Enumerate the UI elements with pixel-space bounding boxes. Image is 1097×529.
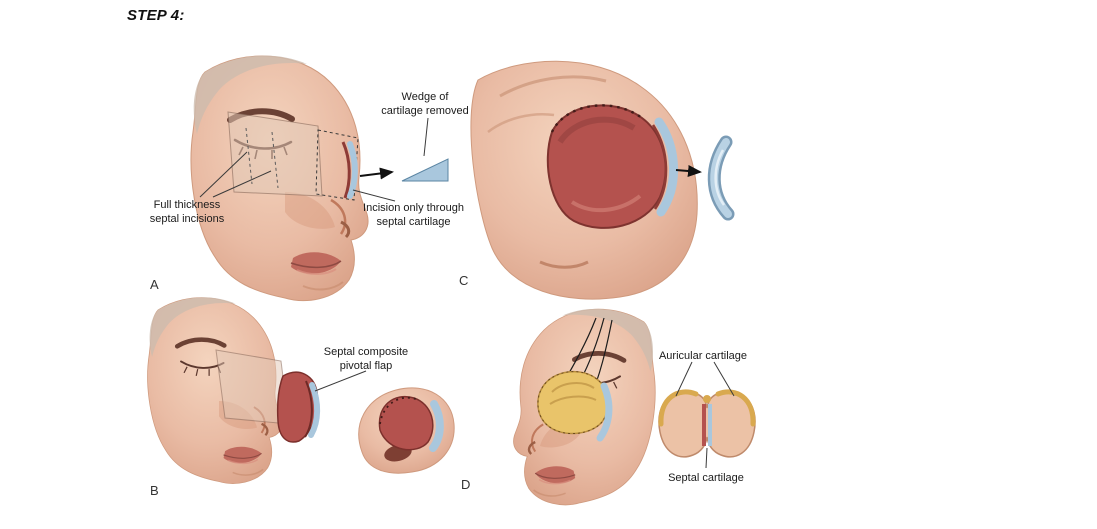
- label-wedge-of-cartilage-removed: Wedge of cartilage removed: [381, 91, 469, 118]
- label-septal-cartilage: Septal cartilage: [668, 472, 744, 484]
- leader-auricular-2: [713, 361, 735, 397]
- leader-septal: [705, 447, 708, 469]
- septal-incision-outline: [315, 129, 359, 201]
- cross-section-base: [658, 390, 756, 458]
- leader-auricular-1: [675, 361, 693, 397]
- panel-c-illustration: [470, 60, 735, 300]
- panel-a-illustration: [191, 56, 449, 301]
- step-title: STEP 4:: [127, 7, 185, 24]
- auricular-rim-left: [658, 389, 699, 427]
- panel-letter-a: A: [150, 277, 159, 292]
- septal-edge-line-a: [341, 141, 351, 199]
- panel-d-illustration: [514, 309, 756, 505]
- columella-cap: [703, 395, 711, 403]
- composite-flap-inset: [358, 387, 455, 474]
- removed-cartilage-piece: [710, 138, 732, 218]
- nasal-cross-section: [658, 389, 756, 458]
- flap-edge-c: [651, 124, 668, 210]
- inset-cartilage-strip: [429, 400, 444, 452]
- arrow-to-wedge-icon: [359, 167, 394, 180]
- flap-highlight-c: [570, 194, 642, 213]
- auricular-rim-right: [715, 389, 756, 427]
- flap-edge-b: [304, 380, 313, 438]
- cartilage-strip-d: [596, 382, 613, 442]
- leader-full-thickness-2: [212, 170, 272, 198]
- label-incision-only-through-septal-cartilage: Incision only through septal cartilage: [363, 202, 464, 229]
- label-full-thickness-septal-incisions: Full thickness septal incisions: [149, 199, 225, 226]
- inset-flap-dome: [378, 395, 434, 451]
- leader-incision-only: [352, 189, 396, 202]
- panel-letter-b: B: [150, 483, 159, 498]
- cheek-crease: [487, 113, 555, 133]
- cartilage-highlight: [714, 149, 726, 206]
- flap-shading-c: [557, 116, 636, 144]
- cartilage-wedge: [401, 158, 449, 182]
- septal-flap-sheet-a: [227, 111, 323, 197]
- leader-wedge: [423, 117, 429, 157]
- label-septal-composite-pivotal-flap: Septal composite pivotal flap: [323, 346, 409, 373]
- leader-full-thickness-1: [199, 151, 248, 198]
- panel-letter-d: D: [461, 477, 471, 492]
- auricular-graft: [537, 370, 610, 435]
- leader-septal-composite: [314, 370, 367, 392]
- cartilage-strip-c: [654, 117, 679, 217]
- graft-texture: [549, 382, 597, 405]
- brow-crease: [499, 75, 607, 98]
- panel-letter-c: C: [459, 273, 469, 288]
- cartilage-strip-b: [308, 382, 321, 438]
- panel-b-illustration: [148, 297, 455, 483]
- pivotal-flap-b: [276, 371, 319, 443]
- suture-line-c: [550, 104, 643, 133]
- arrow-to-cartilage-icon: [675, 165, 702, 177]
- label-auricular-cartilage: Auricular cartilage: [658, 350, 748, 362]
- cartilage-strip-a: [347, 141, 358, 199]
- graft-suture-edge: [537, 371, 609, 435]
- nostril-line: [539, 260, 589, 269]
